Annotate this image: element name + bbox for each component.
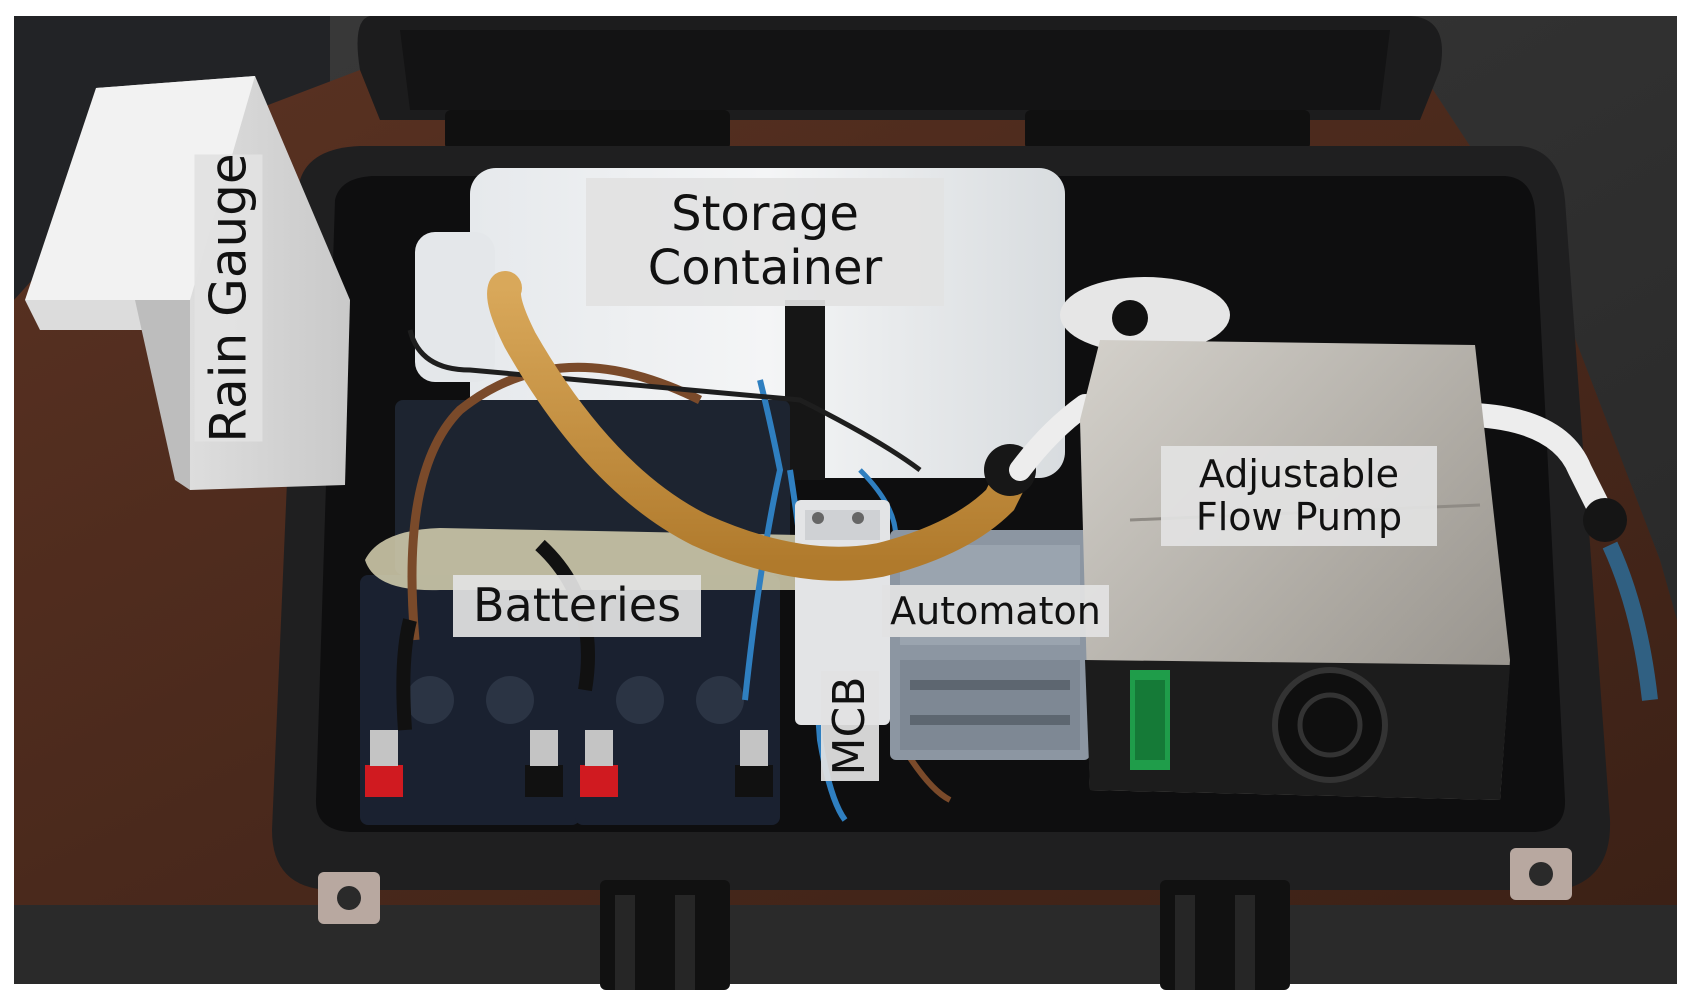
storage-container-label-line2: Container (647, 240, 883, 296)
rain-gauge-label-text: Rain Gauge (199, 153, 258, 443)
automaton-label-text: Automaton (890, 588, 1101, 633)
storage-container-label-line1: Storage (671, 186, 859, 243)
rain-gauge-label: Rain Gauge (194, 153, 263, 443)
automaton-label: Automaton (882, 585, 1109, 637)
adjustable-flow-pump-label: Adjustable Flow Pump (1161, 446, 1437, 546)
batteries-label: Batteries (453, 575, 701, 637)
pump-label-line2: Flow Pump (1195, 495, 1403, 539)
batteries-label-text: Batteries (472, 578, 682, 633)
storage-container-label: Storage Container (586, 178, 944, 306)
mcb-label-text: MCB (824, 676, 876, 776)
mcb-label: MCB (821, 671, 879, 781)
pump-label-line1: Adjustable (1198, 452, 1400, 497)
